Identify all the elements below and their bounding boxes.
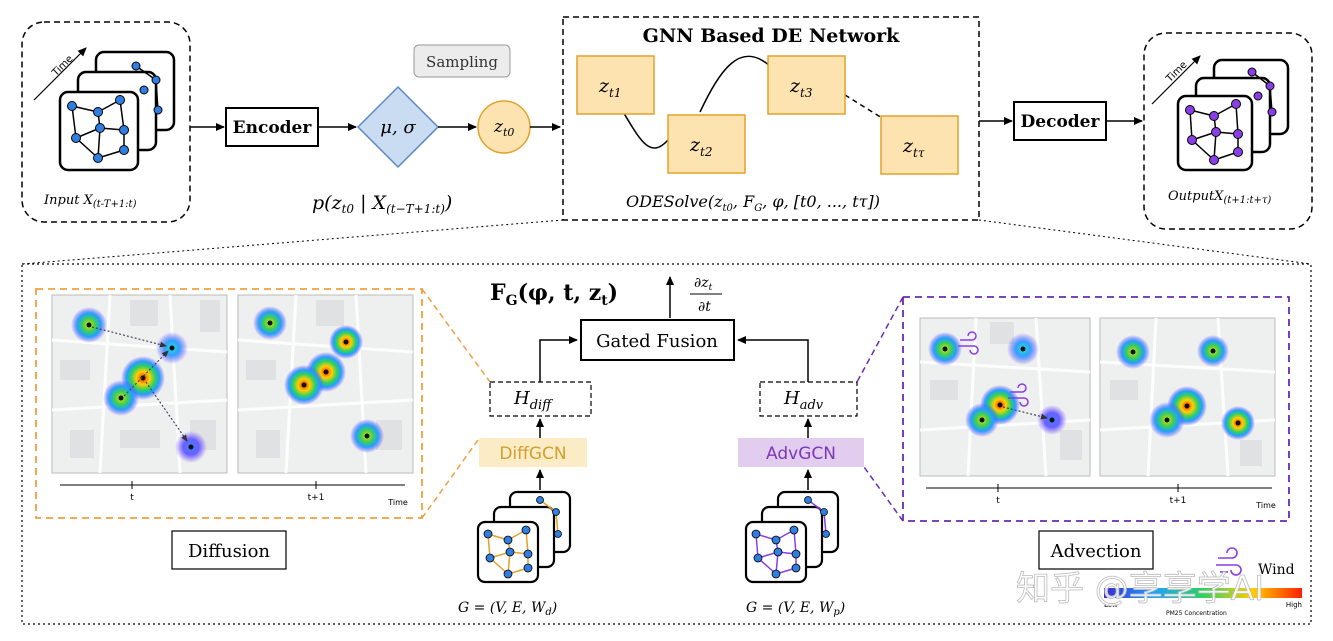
diffusion-label: Diffusion [188,541,270,562]
diffusion-label-box [171,530,287,570]
sampling-label: Sampling [426,53,498,71]
advgcn-label: AdvGCN [766,444,836,464]
z-t0-label: zt0 [493,117,514,139]
mu-sigma-diamond [356,85,440,169]
input-label: Input X(t-T+1:t) [43,193,137,210]
sampling-box [413,44,511,78]
legend-wind-icon [1216,547,1242,576]
z-ttau-box [880,115,959,175]
z-t2-box [667,114,746,174]
input-box [21,21,191,223]
diffgcn-box [479,438,587,467]
legend-title: PM25 Concentration [1166,610,1227,617]
diffgcn-label: DiffGCN [499,444,566,464]
diffusion-graph-stack-icon [476,490,572,584]
legend-high: High [1286,601,1302,609]
h-diff-box [489,381,592,417]
dz-numerator: ∂zt [694,275,713,293]
odesolve-formula: ODESolve(zt0, FG, φ, [t0, ..., tτ]) [626,192,880,214]
legend-low: Low [1104,601,1118,609]
advection-label-box [1038,530,1154,570]
advection-axis-t1: t+1 [1170,496,1187,506]
diffusion-map-t1 [237,294,414,474]
diffusion-panel [35,288,423,519]
output-label: OutputX(t+1:t+τ) [1168,189,1271,206]
mu-sigma-label: μ, σ [380,117,416,138]
advection-label: Advection [1050,541,1142,562]
legend-wind-label: Wind [1258,562,1295,578]
diffusion-axis-t1: t+1 [308,493,325,503]
watermark: 知乎 @享享学AI [1016,569,1264,609]
output-box [1143,32,1313,230]
gnn-title: GNN Based DE Network [643,25,900,47]
diffusion-map-t [51,294,228,474]
input-graph-stack-icon [58,50,176,172]
g-adv-formula: G = (V, E, Wp) [746,600,845,618]
output-graph-stack-icon [1176,58,1290,172]
advection-graph-stack-icon [744,490,840,584]
advection-panel [902,296,1290,522]
output-time-label: Time [1164,60,1190,86]
wind-icon [958,331,1029,407]
advection-axis-time: Time [1255,501,1276,510]
encoder-label: Encoder [233,118,313,138]
advection-axis-t: t [996,496,1000,506]
advection-map-t [919,317,1091,477]
h-adv-box [759,381,858,417]
h-diff-label: Hdiff [513,388,554,413]
diffusion-axis-time: Time [387,498,408,507]
diffusion-axis-t: t [130,493,134,503]
fg-formula: FG(φ, t, zt) [490,280,618,309]
decoder-label: Decoder [1021,112,1101,132]
advgcn-box [738,438,864,467]
z-t3-box [767,55,846,115]
advection-map-t1 [1099,317,1276,477]
gated-fusion-box [580,319,735,361]
posterior-formula: p(zt0 | X(t−T+1:t)) [312,192,452,216]
gated-fusion-label: Gated Fusion [596,331,718,352]
z-t1-box [576,55,655,115]
input-time-label: Time [50,54,76,80]
pm25-legend-bar [1104,588,1302,598]
dz-denominator: ∂t [698,299,711,315]
g-diff-formula: G = (V, E, Wd) [458,600,557,618]
encoder-box [225,107,319,147]
h-adv-label: Hadv [783,388,824,413]
